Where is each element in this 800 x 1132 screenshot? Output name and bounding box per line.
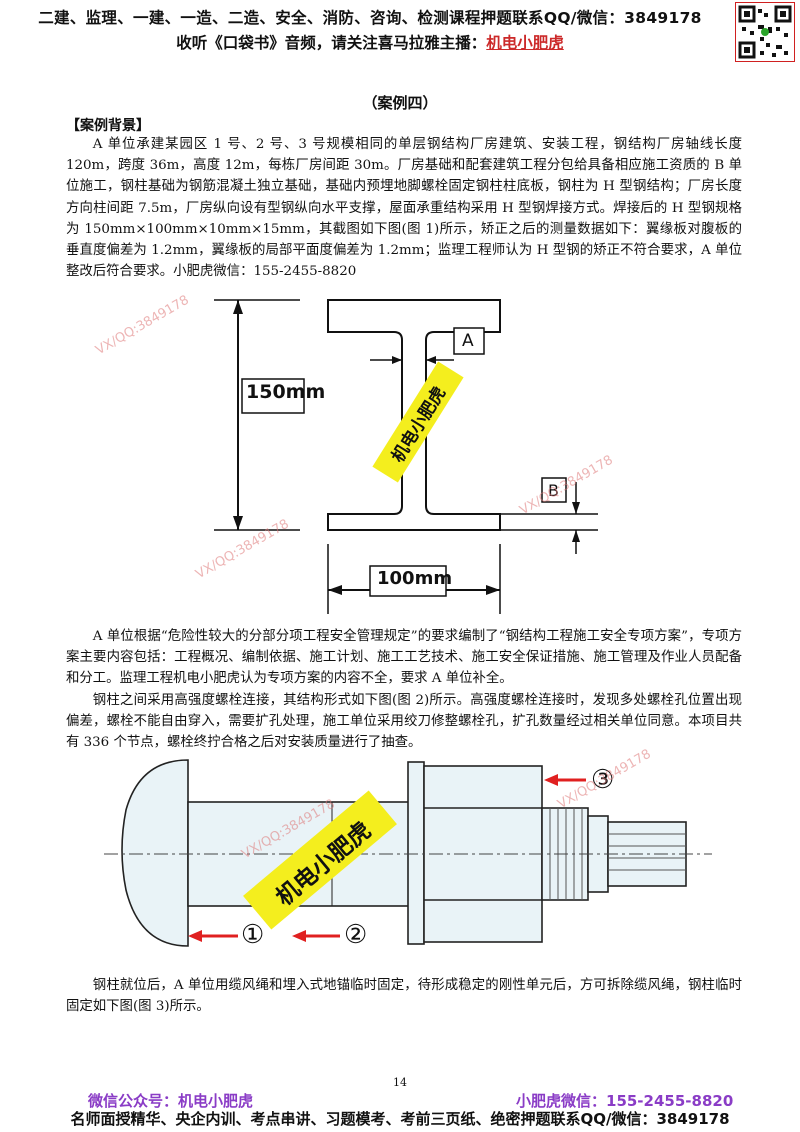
paragraph-text: A 单位承建某园区 1 号、2 号、3 号规模相同的单层钢结构厂房建筑、安装工程…	[66, 137, 742, 280]
footer-wechat-contact: 小肥虎微信：155-2455-8820	[516, 1092, 734, 1110]
background-heading: 【案例背景】	[66, 118, 150, 134]
qr-code-icon	[735, 2, 795, 62]
case-paragraph-4: 钢柱就位后，A 单位用缆风绳和埋入式地锚临时固定，待形成稳定的刚性单元后，方可拆…	[66, 975, 742, 1017]
header-anchor-name: 机电小肥虎	[486, 34, 564, 52]
header-line-1: 二建、监理、一建、一造、二造、安全、消防、咨询、检测课程押题联系QQ/微信：38…	[38, 9, 702, 27]
header-line-2-prefix: 收听《口袋书》音频，请关注喜马拉雅主播：	[176, 34, 487, 52]
paragraph-text: 钢柱之间采用高强度螺栓连接，其结构形式如下图(图 2)所示。高强度螺栓连接时，发…	[66, 693, 742, 751]
dimension-label-a: A	[462, 331, 474, 351]
dimension-label-b: B	[548, 481, 559, 500]
h-beam-section-figure	[214, 299, 598, 614]
case-paragraph-1: A 单位承建某园区 1 号、2 号、3 号规模相同的单层钢结构厂房建筑、安装工程…	[66, 134, 742, 282]
case-paragraph-3: 钢柱之间采用高强度螺栓连接，其结构形式如下图(图 2)所示。高强度螺栓连接时，发…	[66, 690, 742, 754]
watermark: VX/QQ:3849178	[93, 292, 192, 359]
footer-promo-line: 名师面授精华、央企内训、考点串讲、习题模考、考前三页纸、绝密押题联系QQ/微信：…	[70, 1110, 730, 1128]
dimension-label-100mm: 100mm	[377, 568, 453, 589]
footer-wechat-account: 微信公众号：机电小肥虎	[88, 1092, 254, 1110]
marker-2: ②	[344, 920, 368, 950]
paragraph-text: 钢柱就位后，A 单位用缆风绳和埋入式地锚临时固定，待形成稳定的刚性单元后，方可拆…	[66, 978, 742, 1015]
header-line-2: 收听《口袋书》音频，请关注喜马拉雅主播：机电小肥虎	[0, 31, 740, 53]
dimension-label-150mm: 150mm	[246, 381, 326, 403]
marker-1: ①	[241, 920, 265, 950]
case-paragraph-2: A 单位根据“危险性较大的分部分项工程安全管理规定”的要求编制了“钢结构工程施工…	[66, 626, 742, 690]
paragraph-text: A 单位根据“危险性较大的分部分项工程安全管理规定”的要求编制了“钢结构工程施工…	[66, 629, 742, 687]
high-strength-bolt-figure	[104, 759, 712, 947]
page-number: 14	[393, 1076, 407, 1089]
marker-3: ③	[591, 765, 615, 795]
case-title: （案例四）	[362, 94, 438, 112]
